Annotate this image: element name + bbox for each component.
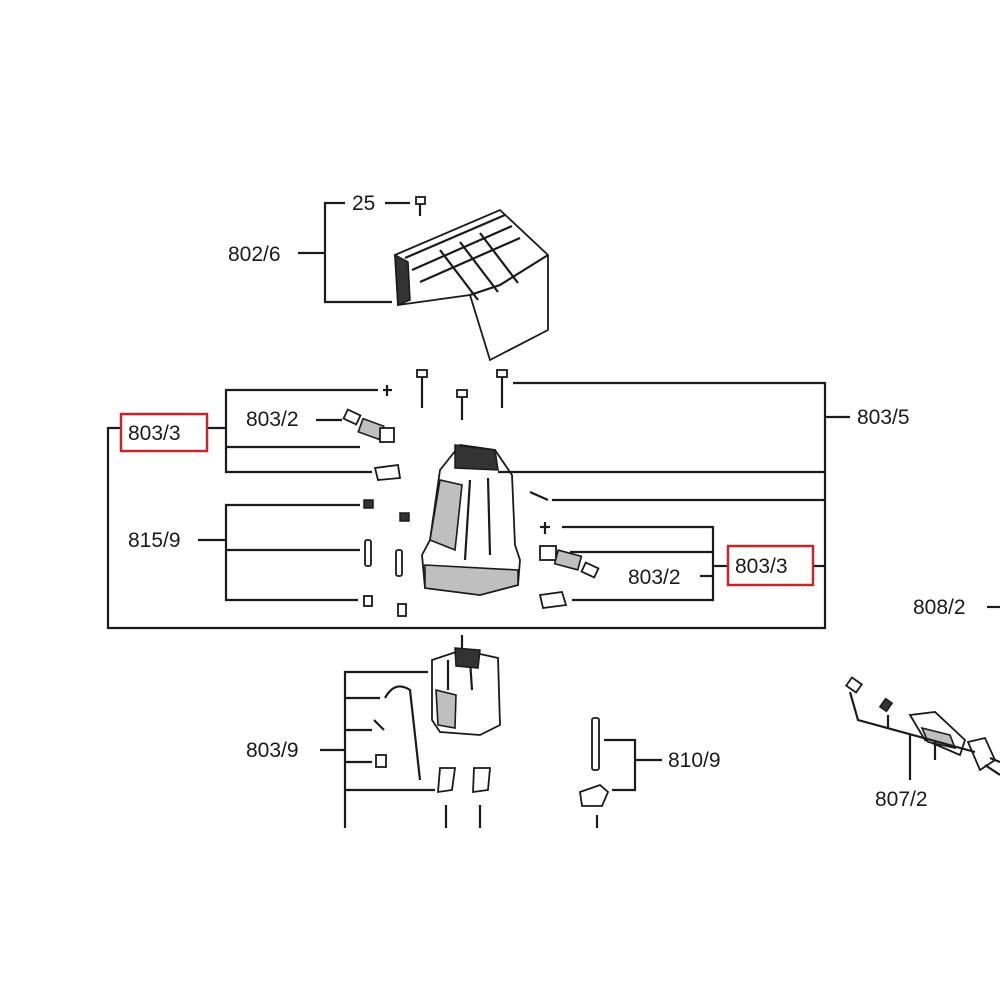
label-803-2-right: 803/2 [628, 566, 681, 589]
highlight-box-right [726, 544, 815, 587]
left-brush-parts [342, 385, 402, 481]
leader-right-brush [562, 525, 728, 602]
label-803-9: 803/9 [246, 739, 299, 762]
pin-clip-part [579, 717, 610, 828]
label-25: 25 [352, 192, 375, 215]
cable-set-part [844, 676, 1000, 776]
leader-802-6 [298, 201, 410, 304]
label-803-5: 803/5 [857, 406, 910, 429]
housing-part [421, 444, 521, 596]
leader-815-9 [198, 503, 360, 602]
label-802-6: 802/6 [228, 243, 281, 266]
leader-810-9 [604, 738, 662, 792]
highlight-box-left [119, 412, 209, 453]
label-808-2: 808/2 [913, 596, 966, 619]
label-803-3-left: 803/3 [128, 422, 181, 445]
leader-807-2 [848, 691, 976, 780]
top-screw-part [415, 196, 426, 216]
label-803-2-left: 803/2 [246, 408, 299, 431]
field-part [373, 635, 501, 828]
label-807-2: 807/2 [875, 788, 928, 811]
label-810-9: 810/9 [668, 749, 721, 772]
leader-803-5 [106, 381, 850, 630]
leader-left-brush [208, 388, 378, 474]
label-803-3-right: 803/3 [735, 555, 788, 578]
housing-screws [416, 369, 549, 502]
leader-803-9 [320, 670, 435, 828]
right-brush-parts [538, 522, 600, 609]
small-parts [363, 499, 410, 617]
cover-part [394, 208, 549, 362]
label-815-9: 815/9 [128, 529, 181, 552]
